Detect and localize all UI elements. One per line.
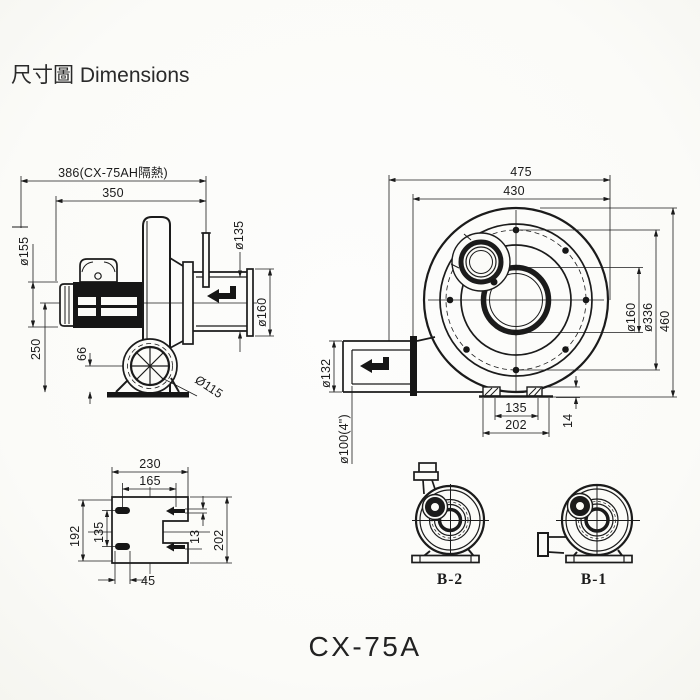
dim-bp-slot-width: 13 (188, 530, 202, 544)
detail-view-b1: B-1 (537, 483, 640, 588)
dim-outlet-bolt-circle: Ø115 (192, 373, 225, 401)
dim-foot-spacing-outer: 202 (505, 418, 526, 432)
dim-foot-spacing-inner: 135 (505, 401, 526, 415)
dim-fv-casing-width: 430 (503, 184, 524, 198)
dim-outlet-center-height: 66 (75, 347, 89, 361)
dim-inlet-bore: ø135 (232, 221, 246, 250)
base-plate-drawing: 230 165 192 135 202 13 45 (68, 457, 232, 588)
dim-fv-overall-width: 475 (510, 165, 531, 179)
dim-center-height: 250 (29, 339, 43, 360)
page-title: 尺寸圖 Dimensions (11, 64, 190, 87)
airflow-arrow-icon (207, 286, 236, 303)
model-label: CX-75A (308, 631, 421, 662)
dim-fv-overall-height: 460 (658, 311, 672, 332)
dim-foot-height: 14 (561, 414, 575, 428)
side-view-drawing: 386(CX-75AH隔熱) 350 ø155 (12, 166, 274, 404)
dim-bp-height-inner: 192 (68, 526, 82, 547)
dim-bp-height: 202 (212, 530, 226, 551)
view-label-b1: B-1 (581, 571, 607, 588)
front-view-drawing: 475 430 (319, 165, 677, 464)
dim-bp-slot-spacing-x: 165 (139, 474, 160, 488)
dim-inlet-flange: ø160 (255, 298, 269, 327)
dim-center-bore-dia: ø160 (624, 303, 638, 332)
dim-bp-slot-spacing-y: 135 (92, 522, 106, 543)
dim-bolt-circle-dia: ø336 (641, 303, 655, 332)
dim-body-width: 350 (102, 186, 123, 200)
dim-overall-width: 386(CX-75AH隔熱) (58, 166, 168, 180)
dim-bp-width: 230 (139, 457, 160, 471)
airflow-arrow-icon (360, 357, 389, 373)
dim-outlet-bore-dia: ø100(4") (337, 414, 351, 464)
detail-view-b2: B-2 (411, 462, 489, 588)
dim-motor-diameter: ø155 (17, 237, 31, 266)
view-label-b2: B-2 (437, 571, 463, 588)
dim-outlet-flange-dia: ø132 (319, 359, 333, 388)
dim-bp-slot-length: 45 (141, 574, 155, 588)
